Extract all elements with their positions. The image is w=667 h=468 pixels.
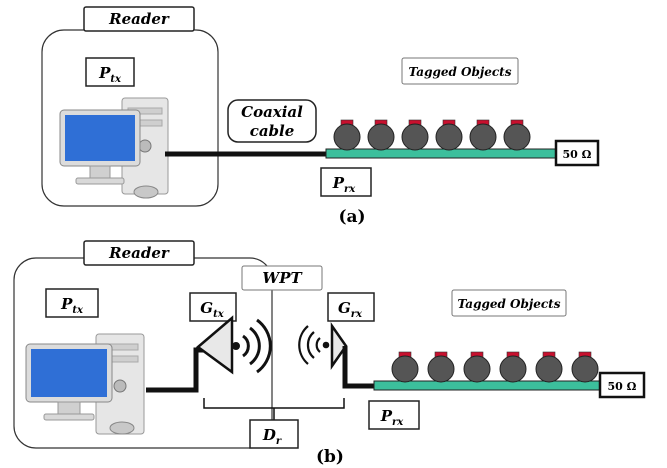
cable-label-line1: Coaxial [241,103,303,121]
tagged-label-box-a [401,57,519,85]
prx-label-b: Prx [380,407,405,428]
ptx-box-b [45,288,99,318]
rfid-tag-icon [391,351,419,383]
tx-feed-cable [146,347,206,393]
wpt-label-box [241,265,323,291]
ptx-label-a: Ptx [98,64,122,85]
caption-b: (b) [316,447,344,467]
grx-box [327,292,375,322]
reader-label-b: Reader [108,244,170,262]
rfid-tag-icon [535,351,563,383]
cable-label-line2: cable [250,122,295,140]
reader-label-box-a [83,6,195,32]
desktop-computer-icon [25,333,145,435]
feed-line-a [325,148,557,159]
gtx-box [189,292,237,322]
panel-a: Reader Ptx Coaxial cable 50 Ω T [41,6,600,227]
gtx-label: Gtx [200,299,224,320]
load-label-b: 50 Ω [608,380,637,393]
tagged-label-box-b [451,289,567,317]
dr-box [249,419,299,449]
caption-a: (a) [338,207,365,227]
prx-box-b [368,400,420,430]
feed-line-b [373,380,601,391]
rfid-tag-icon [469,119,497,151]
tag-row-b [391,351,599,383]
horn-antenna-icon [330,322,348,370]
reader-label-a: Reader [108,10,170,28]
rfid-tag-icon [401,119,429,151]
rfid-tag-icon [463,351,491,383]
load-box-b [598,371,646,399]
panel-b: Reader Ptx Gtx [13,240,646,467]
ptx-label-b: Ptx [60,295,84,316]
desktop-computer-icon [59,97,169,199]
tag-row-a [333,119,531,151]
rfid-tag-icon [571,351,599,383]
wireless-wave-icon [298,325,330,365]
load-label-a: 50 Ω [563,148,592,161]
grx-label: Grx [338,299,363,320]
rfid-tag-icon [333,119,361,151]
rfid-tag-icon [499,351,527,383]
tagged-label-b: Tagged Objects [458,297,561,311]
wireless-wave-icon [232,318,272,374]
rfid-tag-icon [503,119,531,151]
rfid-tag-icon [427,351,455,383]
cable-label-box [227,99,317,143]
load-box-a [554,139,600,167]
prx-label-a: Prx [332,174,357,195]
horn-antenna-icon [195,315,234,375]
tagged-label-a: Tagged Objects [409,65,512,79]
dr-label: Dr [262,426,282,447]
reader-label-box-b [83,240,195,266]
ptx-box-a [85,57,135,87]
rx-feed-cable [342,346,376,389]
prx-box-a [320,167,372,197]
wpt-label: WPT [262,269,303,287]
rfid-tag-icon [367,119,395,151]
distance-bracket [203,398,345,409]
rfid-tag-icon [435,119,463,151]
